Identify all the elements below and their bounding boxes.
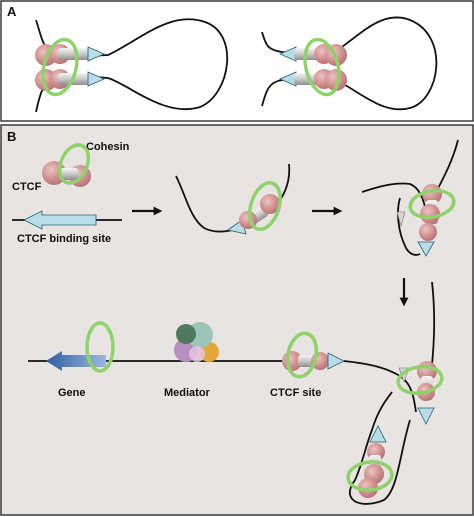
ctcf-site-arrow <box>369 425 387 443</box>
mediator-subunit <box>176 324 196 344</box>
ctcf-protein <box>325 69 347 91</box>
cohesin-ring <box>303 37 341 97</box>
mediator-subunit <box>189 346 205 362</box>
ctcf-site-arrow <box>417 241 435 257</box>
step-full-loop: Gene Mediator CTCF site <box>28 281 444 505</box>
cohesin-ring <box>248 181 282 231</box>
cohesin-ring <box>41 37 79 97</box>
ctcf-site-arrow <box>396 211 406 228</box>
ctcf-protein <box>260 194 280 214</box>
mediator-label: Mediator <box>164 387 211 399</box>
ctcf-protein <box>420 204 440 224</box>
ctcf-site-arrow <box>327 352 345 370</box>
ctcf-site-arrow <box>87 71 105 87</box>
cohesin-ring <box>408 188 456 220</box>
panel-b-frame <box>0 124 474 516</box>
ctcf-protein <box>419 223 437 241</box>
ctcf-protein <box>358 478 378 498</box>
cohesin-ring <box>346 460 394 492</box>
mediator-complex <box>174 322 219 362</box>
cohesin-cylinder <box>60 168 78 180</box>
panel-a: A <box>0 0 474 122</box>
step-unbound: Cohesin CTCF CTCF binding site <box>12 141 130 245</box>
ctcf-site-arrow <box>417 407 435 425</box>
panel-a-frame <box>0 0 474 122</box>
panel-b: B Cohesin CTCF CTCF binding site <box>0 124 474 516</box>
ctcf-site-arrow <box>87 46 105 62</box>
panel-b-letter: B <box>7 129 16 144</box>
cohesin-ring <box>85 321 115 373</box>
step-bound <box>175 163 291 235</box>
cohesin-cylinder <box>58 48 90 60</box>
ctcf-binding-site-label: CTCF binding site <box>17 233 111 245</box>
ctcf-binding-site-arrow <box>23 210 97 230</box>
panel-a-right-loop <box>261 16 438 111</box>
ctcf-label: CTCF <box>12 181 42 193</box>
panel-a-letter: A <box>7 4 17 19</box>
cohesin-label: Cohesin <box>86 141 130 153</box>
gene-label: Gene <box>58 387 86 399</box>
ctcf-site-label: CTCF site <box>270 387 321 399</box>
cohesin-ring <box>57 143 91 185</box>
cohesin-ring <box>396 365 444 395</box>
step-extrusion <box>361 139 459 257</box>
panel-a-left-loop <box>35 18 229 113</box>
cohesin-ring <box>285 331 319 379</box>
